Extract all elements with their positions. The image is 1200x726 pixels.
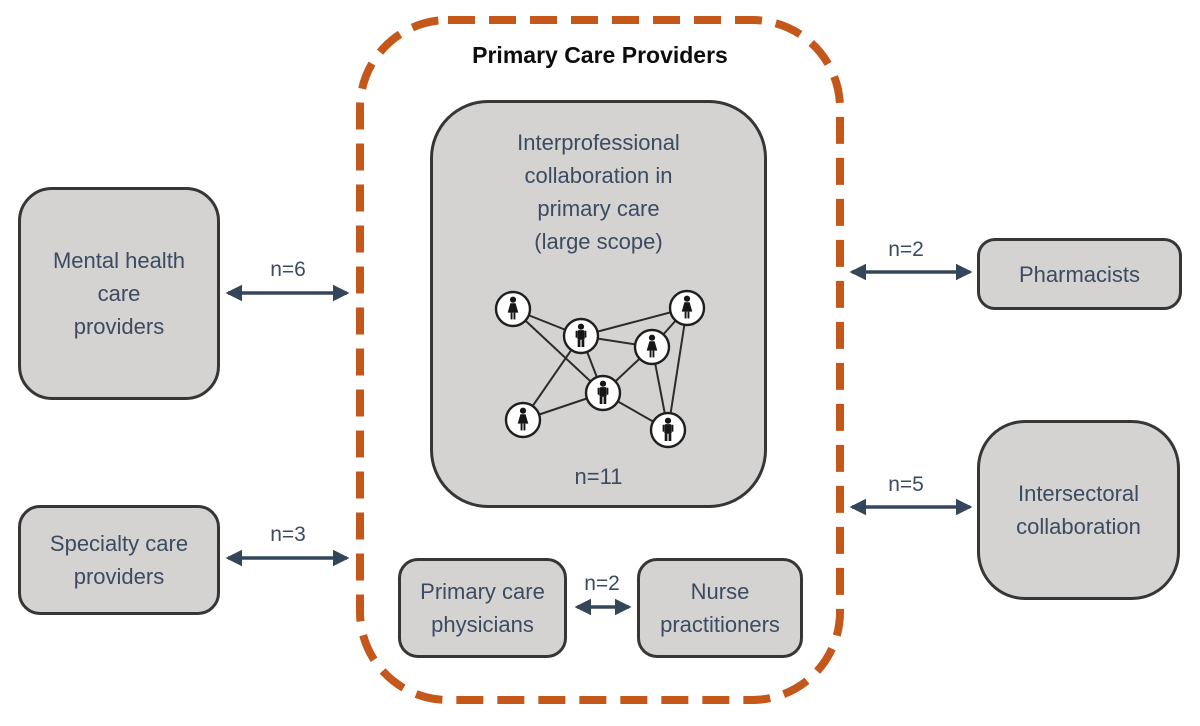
interprofessional-collaboration-label: Interprofessional collaboration in prima… xyxy=(517,130,680,254)
link-label-mental-health: n=6 xyxy=(270,258,306,281)
intersectoral-box: Intersectoral collaboration xyxy=(977,420,1180,600)
specialty-care-box: Specialty care providers xyxy=(18,505,220,615)
primary-care-physicians-box: Primary care physicians xyxy=(398,558,567,658)
intersectoral-label: Intersectoral collaboration xyxy=(1016,481,1141,539)
mental-health-box: Mental health care providers xyxy=(18,187,220,400)
main-box-count: n=11 xyxy=(574,464,623,489)
primary-care-physicians-label: Primary care physicians xyxy=(420,579,545,637)
mental-health-label: Mental health care providers xyxy=(52,248,186,339)
pharmacists-box: Pharmacists xyxy=(977,238,1182,310)
link-label-intersectoral: n=5 xyxy=(888,473,924,496)
cluster-title: Primary Care Providers xyxy=(472,42,728,68)
link-label-specialty: n=3 xyxy=(270,523,306,546)
pharmacists-label: Pharmacists xyxy=(1018,261,1141,287)
link-label-physicians-nurses: n=2 xyxy=(584,572,620,595)
nurse-practitioners-label: Nurse practitioners xyxy=(660,579,780,637)
specialty-care-label: Specialty care providers xyxy=(49,531,189,589)
nurse-practitioners-box: Nurse practitioners xyxy=(637,558,803,658)
link-label-pharmacists: n=2 xyxy=(888,238,924,261)
interprofessional-collaboration-box xyxy=(430,100,767,508)
